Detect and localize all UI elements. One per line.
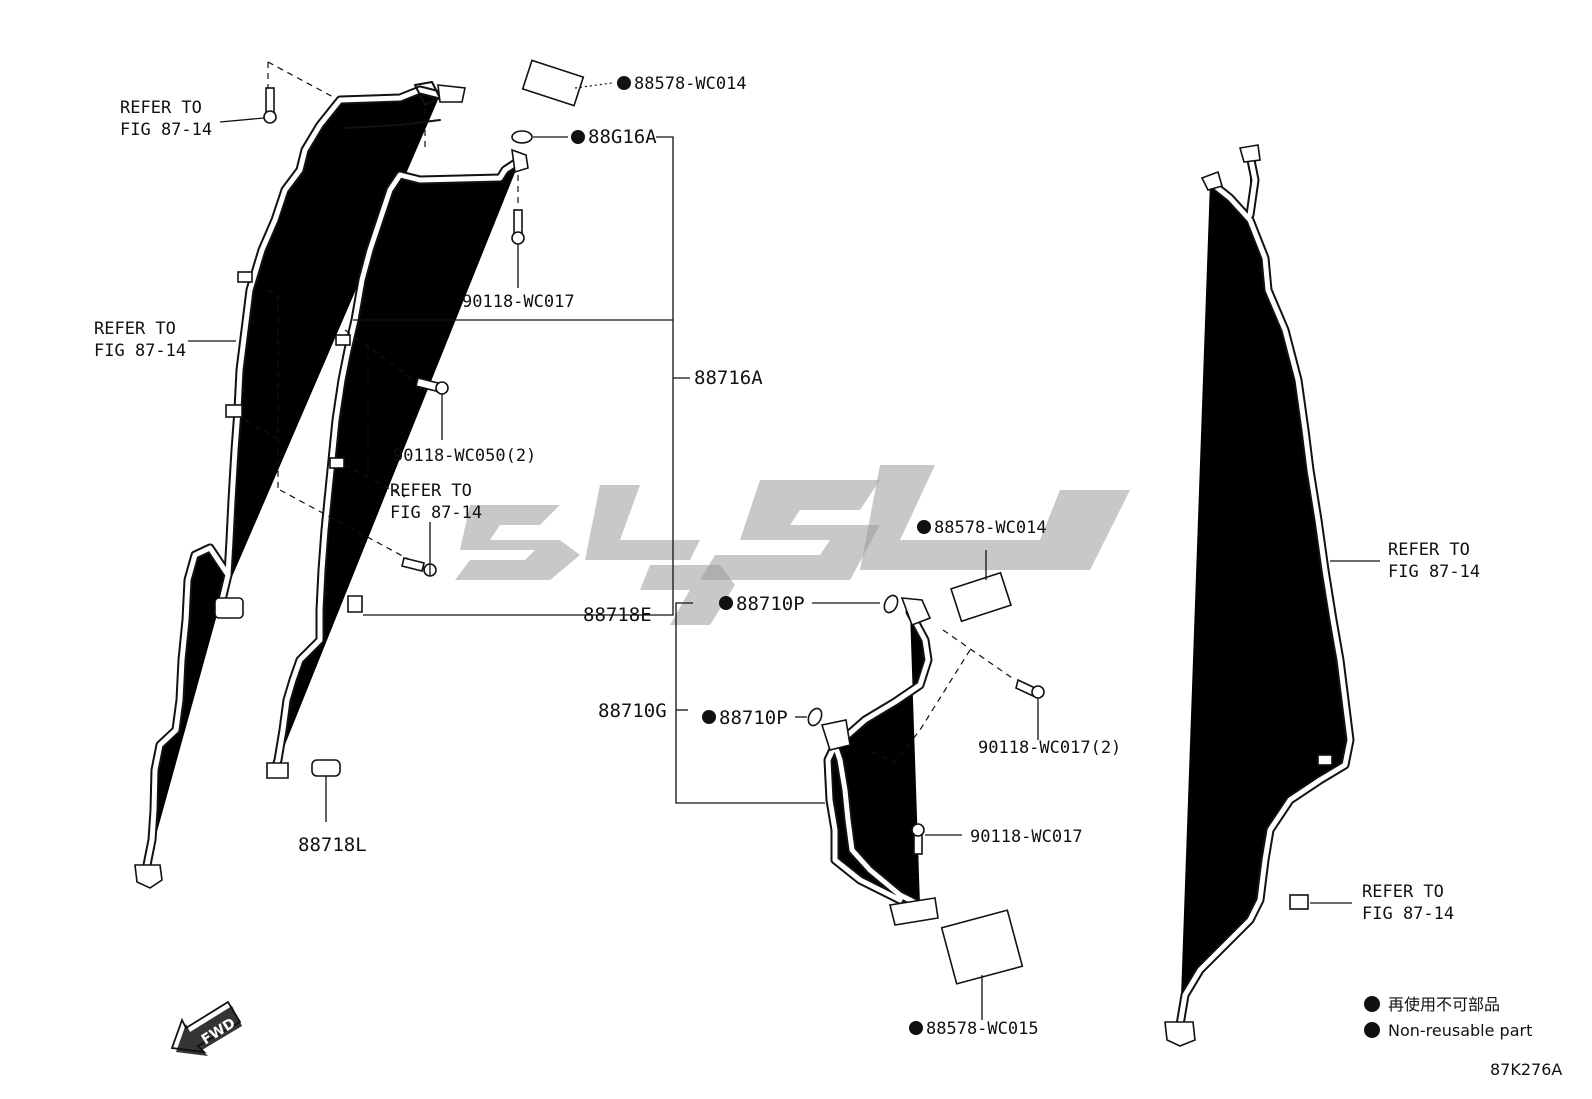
pipe-center-assembly bbox=[807, 571, 1045, 985]
legend-dot-icon bbox=[1364, 996, 1380, 1012]
nonreusable-dot bbox=[719, 596, 733, 610]
legend-jp: 再使用不可部品 bbox=[1388, 995, 1500, 1014]
label-88578-wc015: 88578-WC015 bbox=[926, 1019, 1039, 1039]
pipe-left-inner bbox=[266, 148, 529, 779]
label-88710g: 88710G bbox=[598, 700, 667, 722]
refer-label-mid-left-2: FIG 87-14 bbox=[94, 341, 186, 361]
refer-label-center-1: REFER TO bbox=[390, 481, 472, 501]
label-88578-wc014-mid: 88578-WC014 bbox=[934, 518, 1047, 538]
label-88716a: 88716A bbox=[694, 367, 763, 389]
label-90118-wc050: 90118-WC050(2) bbox=[393, 446, 536, 466]
bolt-parts-left bbox=[263, 59, 585, 777]
label-90118-wc017-top: 90118-WC017 bbox=[462, 292, 575, 312]
leader-lines-center bbox=[675, 550, 1039, 1020]
refer-label-mid-left-1: REFER TO bbox=[94, 319, 176, 339]
refer-label-right-low-1: REFER TO bbox=[1362, 882, 1444, 902]
nonreusable-dot bbox=[571, 130, 585, 144]
label-88718e: 88718E bbox=[583, 604, 652, 626]
watermark-logo bbox=[455, 465, 1130, 625]
refer-label-center-2: FIG 87-14 bbox=[390, 503, 482, 523]
label-88710p-a: 88710P bbox=[736, 593, 805, 615]
pipe-left-outer bbox=[134, 81, 466, 889]
label-88718l: 88718L bbox=[298, 834, 367, 856]
label-88g16a: 88G16A bbox=[588, 126, 657, 148]
leader-dashes-left bbox=[244, 61, 519, 561]
part-labels: REFER TO FIG 87-14 88578-WC014 88G16A 90… bbox=[94, 74, 1480, 1039]
legend-en: Non-reusable part bbox=[1388, 1021, 1532, 1040]
label-88710p-b: 88710P bbox=[719, 707, 788, 729]
label-88578-wc014-top: 88578-WC014 bbox=[634, 74, 747, 94]
leader-lines-right bbox=[1310, 560, 1380, 904]
refer-label-right-low-2: FIG 87-14 bbox=[1362, 904, 1454, 924]
pipe-right bbox=[1164, 144, 1350, 1047]
label-90118-wc017-2: 90118-WC017(2) bbox=[978, 738, 1121, 758]
leader-lines-left bbox=[188, 82, 690, 822]
nonreusable-dot bbox=[917, 520, 931, 534]
nonreusable-dot bbox=[702, 710, 716, 724]
legend-dot-icon bbox=[1364, 1022, 1380, 1038]
nonreusable-dot bbox=[909, 1021, 923, 1035]
refer-label-top-left-1: REFER TO bbox=[120, 98, 202, 118]
refer-label-top-left-2: FIG 87-14 bbox=[120, 120, 212, 140]
refer-label-right-2: FIG 87-14 bbox=[1388, 562, 1480, 582]
fwd-arrow-icon: FWD bbox=[170, 1000, 242, 1056]
legend: 再使用不可部品 Non-reusable part bbox=[1364, 995, 1532, 1040]
figure-code: 87K276A bbox=[1490, 1060, 1562, 1079]
nonreusable-dot bbox=[617, 76, 631, 90]
refer-label-right-1: REFER TO bbox=[1388, 540, 1470, 560]
label-90118-wc017-low: 90118-WC017 bbox=[970, 827, 1083, 847]
